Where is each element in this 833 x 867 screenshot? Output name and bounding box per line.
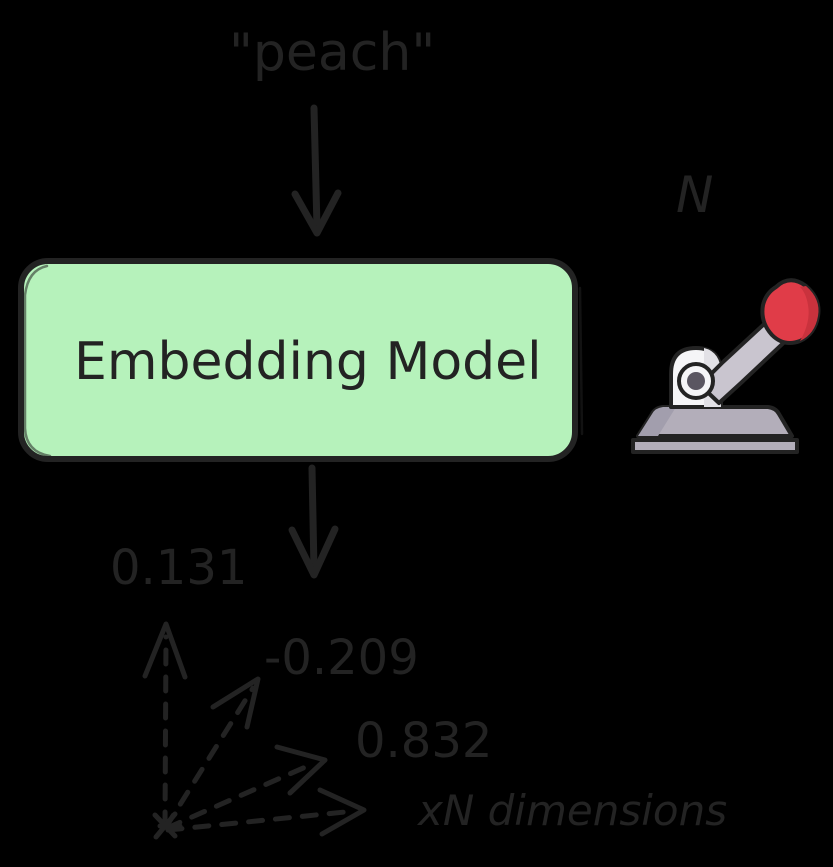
dimensions-label: xN dimensions	[416, 786, 727, 835]
vector-axis-2	[163, 676, 261, 830]
input-text-label: "peach"	[229, 23, 435, 83]
input-arrow	[291, 104, 342, 237]
vector-axis-4	[165, 787, 367, 837]
output-arrow	[288, 464, 339, 579]
vector-axis-1	[142, 621, 188, 829]
vector-axes-group	[142, 621, 367, 840]
dimension-count-label: N	[676, 166, 713, 224]
vector-value-1: 0.131	[110, 540, 247, 596]
vector-value-3: 0.832	[355, 713, 492, 769]
joystick-icon	[631, 278, 821, 454]
vector-value-2: -0.209	[264, 630, 419, 686]
embedding-model-label: Embedding Model	[74, 332, 542, 392]
embedding-model-box[interactable]	[18, 258, 584, 462]
vector-axis-3	[164, 744, 328, 831]
